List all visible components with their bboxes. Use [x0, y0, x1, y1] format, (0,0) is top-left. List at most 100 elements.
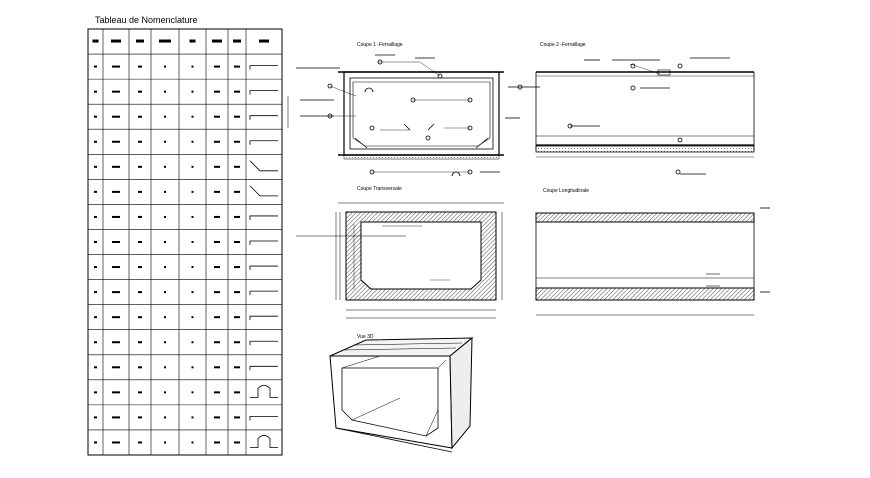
- coupe-transversale-drawing: [296, 202, 504, 319]
- cell-value-mark: [94, 115, 97, 118]
- bar-shape-sketch: [249, 160, 278, 172]
- cell-value-mark: [94, 190, 97, 193]
- bar-shape-sketch: [249, 90, 278, 95]
- cell-value-mark: [94, 341, 97, 344]
- cell-value-mark: [191, 366, 194, 369]
- cell-value-mark: [138, 316, 142, 319]
- cell-value-mark: [214, 115, 220, 118]
- cell-value-mark: [164, 65, 166, 68]
- cell-value-mark: [138, 90, 142, 93]
- bar-shape-sketch: [249, 185, 278, 197]
- cell-value-mark: [164, 165, 166, 168]
- cell-value-mark: [94, 441, 97, 444]
- view-label-longitudinale: Coupe Longitudinale: [543, 188, 589, 194]
- cell-value-mark: [138, 190, 142, 193]
- bar-shape-sketch: [250, 435, 278, 448]
- coupe-longitudinale-drawing: [535, 207, 770, 316]
- cell-value-mark: [112, 165, 120, 168]
- cell-value-mark: [164, 190, 166, 193]
- cell-value-mark: [214, 140, 220, 143]
- vue-3d-drawing: [329, 336, 474, 453]
- cell-value-mark: [94, 241, 97, 243]
- cell-value-mark: [214, 215, 220, 218]
- header-cell-mark: [159, 39, 171, 43]
- cell-value-mark: [138, 241, 142, 243]
- cell-value-mark: [138, 65, 142, 68]
- view-label-coupe2: Coupe 2 -Ferraillage: [540, 42, 586, 48]
- cell-value-mark: [214, 190, 220, 193]
- cell-value-mark: [94, 391, 97, 394]
- cell-value-mark: [164, 291, 166, 294]
- bar-shape-sketch: [249, 240, 278, 245]
- cell-value-mark: [191, 140, 194, 143]
- cell-value-mark: [112, 291, 120, 294]
- cell-value-mark: [191, 441, 194, 444]
- header-cell-mark: [189, 39, 196, 43]
- cell-value-mark: [191, 416, 194, 419]
- cell-value-mark: [164, 441, 166, 444]
- cell-value-mark: [112, 316, 120, 319]
- cell-value-mark: [234, 241, 240, 243]
- cell-value-mark: [214, 65, 220, 68]
- cell-value-mark: [214, 366, 220, 369]
- cell-value-mark: [191, 115, 194, 118]
- cell-value-mark: [191, 165, 194, 168]
- cell-value-mark: [164, 366, 166, 369]
- cell-value-mark: [112, 441, 120, 444]
- cell-value-mark: [234, 165, 240, 168]
- cell-value-mark: [234, 190, 240, 193]
- coupe1-drawing: [287, 54, 540, 177]
- cell-value-mark: [112, 65, 120, 68]
- cell-value-mark: [234, 341, 240, 344]
- cell-value-mark: [234, 441, 240, 444]
- cell-value-mark: [234, 416, 240, 419]
- cell-value-mark: [234, 266, 240, 269]
- cell-value-mark: [214, 266, 220, 269]
- cell-value-mark: [112, 391, 120, 394]
- bar-shape-sketch: [249, 115, 278, 120]
- cell-value-mark: [138, 441, 142, 444]
- nomenclature-table: [87, 28, 283, 456]
- bar-shape-sketch: [249, 340, 278, 346]
- cell-value-mark: [164, 215, 166, 218]
- cell-value-mark: [191, 65, 194, 68]
- bar-shape-sketch: [249, 416, 278, 421]
- bar-shape-sketch: [249, 140, 278, 145]
- view-label-transversale: Coupe Transversale: [357, 186, 402, 192]
- cell-value-mark: [234, 316, 240, 319]
- cell-value-mark: [112, 341, 120, 344]
- bar-shape-sketch: [249, 265, 278, 271]
- cell-value-mark: [191, 341, 194, 344]
- cell-value-mark: [138, 291, 142, 294]
- cell-value-mark: [214, 291, 220, 294]
- cell-value-mark: [214, 165, 220, 168]
- cell-value-mark: [164, 266, 166, 269]
- cell-value-mark: [112, 215, 120, 218]
- bar-shape-sketch: [249, 365, 278, 371]
- view-label-coupe1: Coupe 1 -Ferraillage: [357, 42, 403, 48]
- cell-value-mark: [214, 416, 220, 419]
- cell-value-mark: [214, 241, 220, 243]
- cell-value-mark: [191, 316, 194, 319]
- cell-value-mark: [94, 65, 97, 68]
- header-cell-mark: [111, 39, 121, 43]
- cell-value-mark: [164, 90, 166, 93]
- cell-value-mark: [191, 291, 194, 294]
- cell-value-mark: [191, 90, 194, 93]
- cell-value-mark: [234, 366, 240, 369]
- header-cell-mark: [136, 39, 144, 43]
- bar-shape-sketch: [249, 315, 278, 321]
- cell-value-mark: [94, 291, 97, 294]
- cell-value-mark: [112, 140, 120, 143]
- cell-value-mark: [112, 241, 120, 243]
- cell-value-mark: [94, 316, 97, 319]
- view-label-vue3d: Vue 3D: [357, 334, 374, 340]
- cell-value-mark: [234, 65, 240, 68]
- header-cell-mark: [92, 39, 99, 43]
- cell-value-mark: [164, 391, 166, 394]
- cell-value-mark: [112, 190, 120, 193]
- cell-value-mark: [191, 266, 194, 269]
- cell-value-mark: [138, 165, 142, 168]
- cell-value-mark: [112, 416, 120, 419]
